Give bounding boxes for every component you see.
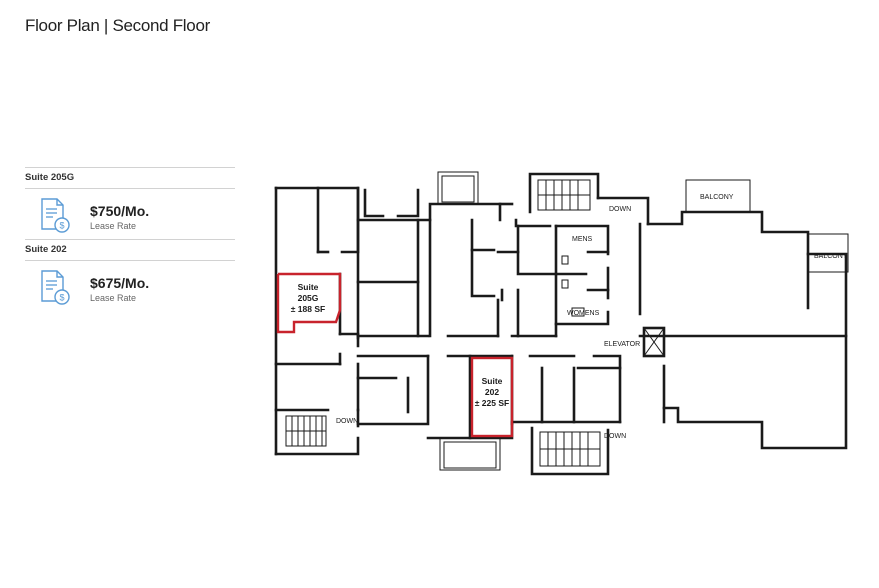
- balcony-label: BALCONY: [700, 194, 734, 201]
- svg-text:$: $: [59, 293, 64, 303]
- page-title: Floor Plan | Second Floor: [25, 16, 210, 35]
- elevator-label: ELEVATOR: [604, 341, 640, 348]
- suite-label: Suite 202: [25, 239, 235, 261]
- lease-rate-caption: Lease Rate: [90, 293, 137, 303]
- suite-202-highlight: Suite 202 ± 225 SF: [470, 356, 514, 438]
- suite-202-area: ± 225 SF: [475, 398, 509, 408]
- central-section: [356, 171, 558, 340]
- document-dollar-icon: $: [41, 198, 70, 233]
- top-stairs: DOWN: [528, 172, 650, 226]
- right-wing: BALCONY BALCONY: [638, 179, 849, 450]
- suite-205g-number: 205G: [298, 293, 319, 303]
- svg-text:$: $: [59, 221, 64, 231]
- suite-list: Suite 205G $ $750/Mo. Lease Rate Suite 2…: [25, 167, 235, 311]
- suite-card-205g: $ $750/Mo. Lease Rate: [25, 189, 235, 239]
- elevator-core: ELEVATOR: [604, 222, 666, 358]
- stair-treads: [286, 416, 326, 446]
- suite-label: Suite 205G: [25, 167, 235, 189]
- lease-rate-caption: Lease Rate: [90, 221, 137, 231]
- stair-down-label: DOWN: [604, 433, 626, 440]
- suite-202-title: Suite: [482, 376, 503, 386]
- stair-down-label: DOWN: [609, 206, 631, 213]
- lower-section: DOWN: [356, 354, 626, 476]
- suite-202-number: 202: [485, 387, 499, 397]
- lease-rate-value: $675/Mo.: [90, 275, 150, 291]
- suite-205g-highlight: Suite 205G ± 188 SF: [276, 272, 342, 334]
- floor-plan: DOWN MENS WO: [274, 171, 849, 476]
- suite-card-202: $ $675/Mo. Lease Rate: [25, 261, 235, 311]
- stair-down-label: DOWN: [336, 418, 358, 425]
- document-dollar-icon: $: [41, 270, 70, 305]
- mens-restroom-label: MENS: [572, 236, 593, 243]
- balcony-label: BALCONY: [814, 253, 848, 260]
- restrooms: MENS WOMENS: [554, 224, 610, 338]
- womens-restroom-label: WOMENS: [567, 310, 600, 317]
- suite-205g-title: Suite: [298, 282, 319, 292]
- lease-rate-value: $750/Mo.: [90, 203, 150, 219]
- suite-205g-area: ± 188 SF: [291, 304, 325, 314]
